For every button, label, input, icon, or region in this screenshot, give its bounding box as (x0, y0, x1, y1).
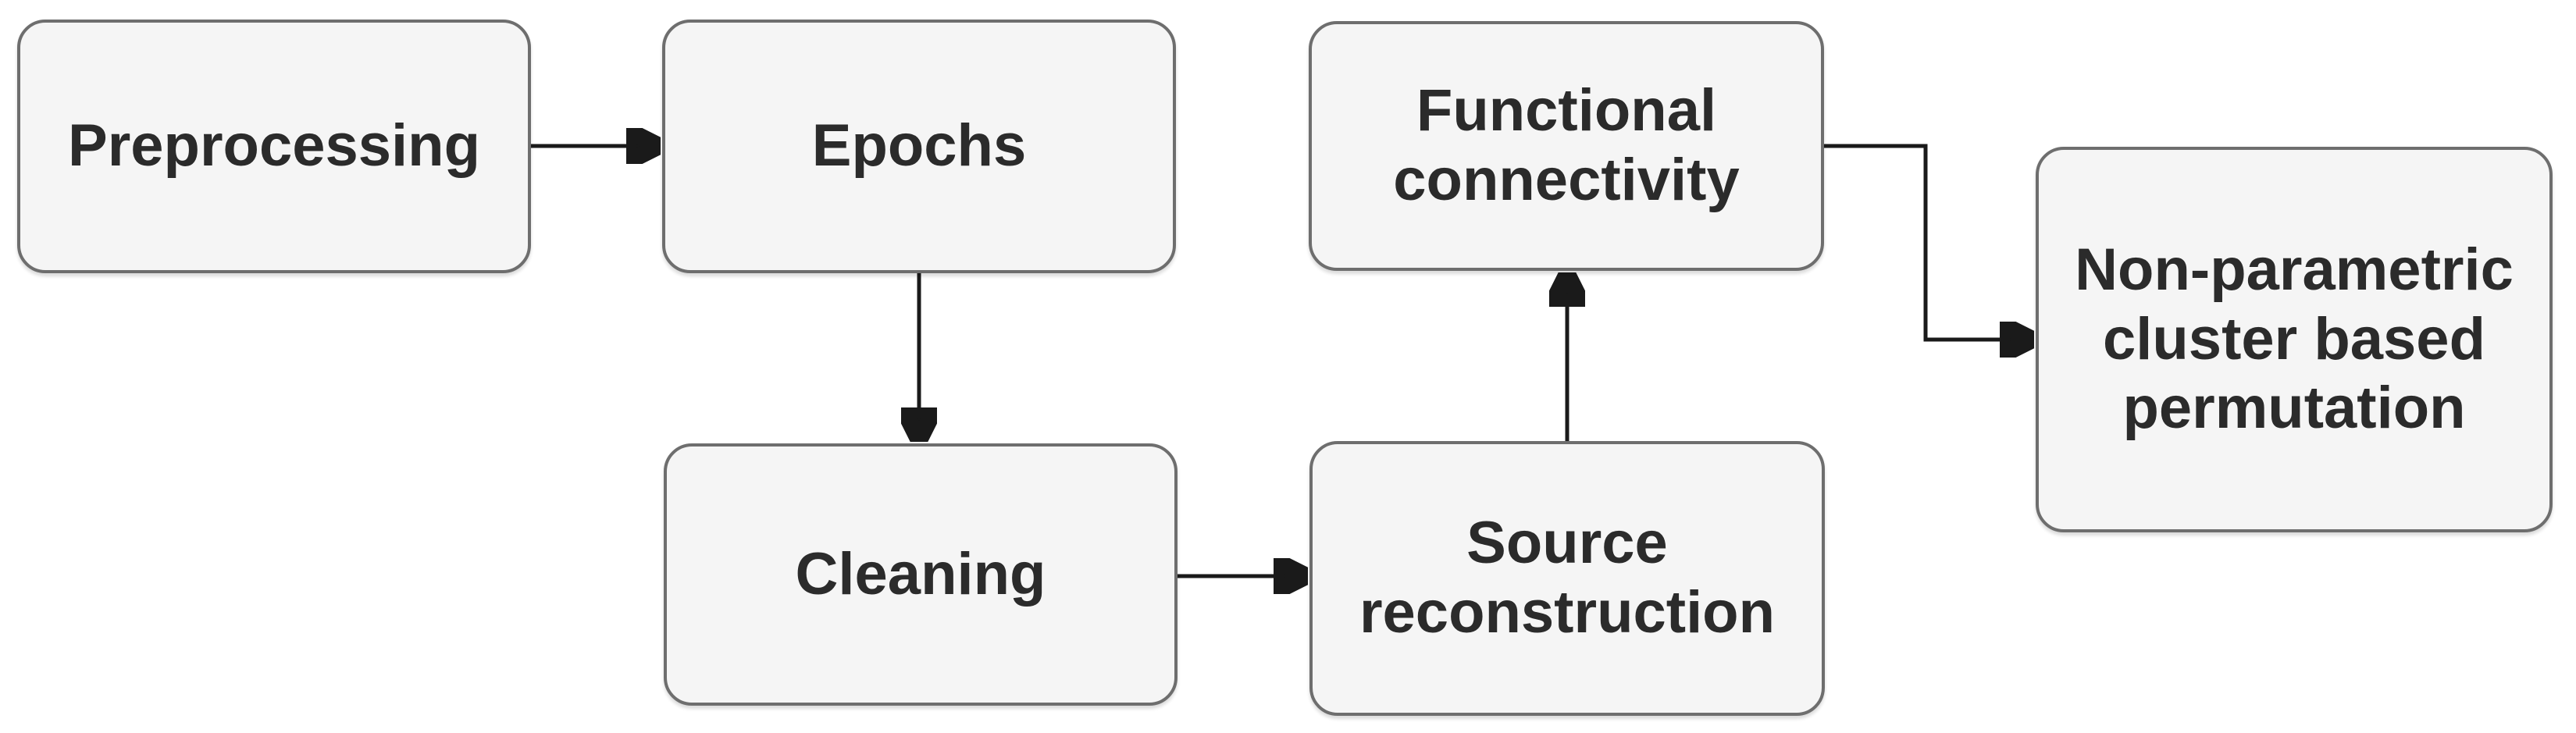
node-source-reconstruction: Source reconstruction (1309, 441, 1825, 716)
node-non-parametric-label: Non-parametric cluster based permutation (2075, 236, 2514, 442)
node-cleaning: Cleaning (664, 443, 1178, 706)
node-cleaning-label: Cleaning (795, 540, 1046, 607)
node-functional-connectivity: Functional connectivity (1309, 21, 1824, 271)
node-preprocessing-label: Preprocessing (68, 112, 480, 180)
node-epochs-label: Epochs (811, 112, 1027, 180)
node-functional-connectivity-label: Functional connectivity (1393, 77, 1740, 213)
edge-functional-connectivity-to-non-parametric (1824, 144, 2033, 340)
node-source-reconstruction-label: Source reconstruction (1359, 510, 1776, 646)
node-preprocessing: Preprocessing (17, 20, 531, 273)
node-non-parametric-cluster-based-permutation: Non-parametric cluster based permutation (2036, 147, 2553, 532)
node-epochs: Epochs (662, 20, 1176, 273)
